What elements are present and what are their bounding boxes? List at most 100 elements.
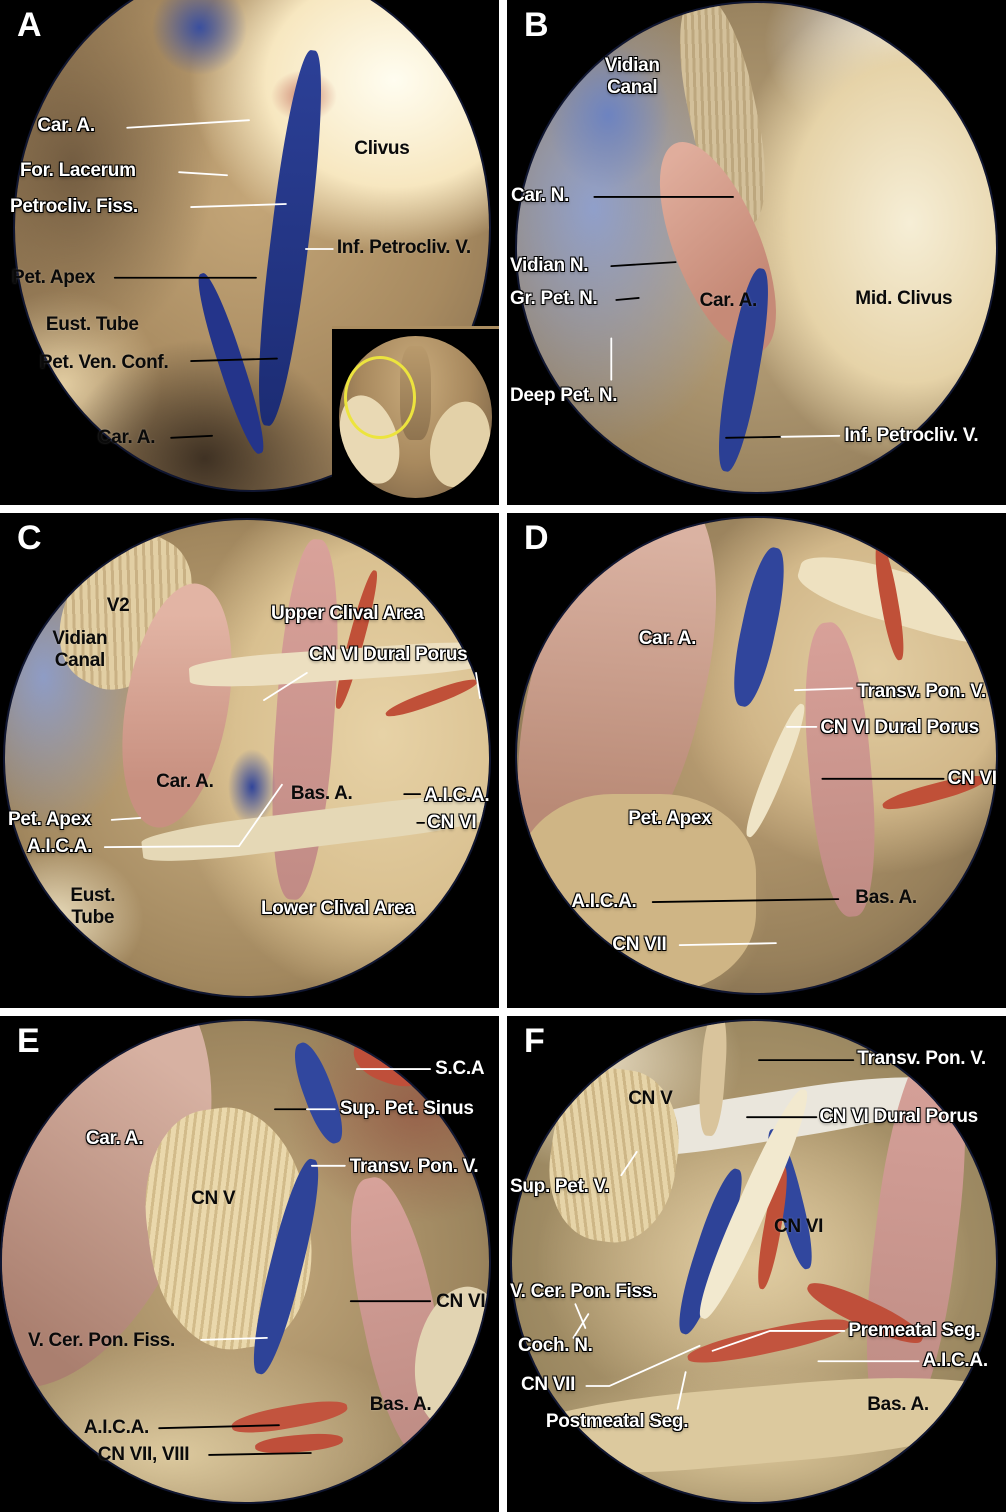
anatomy-label: Eust. Tube [70, 885, 116, 929]
anatomy-label: Sup. Pet. V. [509, 1176, 610, 1198]
anatomy-label: Car. A. [97, 427, 156, 449]
anatomy-label: Vidian Canal [604, 55, 660, 98]
label-leader-line [191, 359, 277, 362]
label-leader-line [191, 204, 286, 207]
anatomy-label: Pet. Ven. Conf. [39, 351, 169, 373]
label-leader-line [678, 1372, 686, 1409]
anatomy-label: Premeatal Seg. [848, 1320, 981, 1342]
anatomy-label: Bas. A. [855, 887, 917, 909]
anatomy-label: Inf. Petrocliv. V. [844, 425, 979, 447]
leader-lines [507, 1016, 1006, 1512]
endoscopic-view-e [2, 1020, 489, 1503]
anatomy-label: Transv. Pon. V. [349, 1155, 479, 1177]
label-leader-line [171, 436, 212, 438]
anatomy-label: Deep Pet. N. [509, 384, 618, 406]
anatomy-label: V. Cer. Pon. Fiss. [509, 1280, 658, 1302]
label-leader-line [680, 943, 776, 945]
anatomy-label: V. Cer. Pon. Fiss. [27, 1329, 175, 1351]
anatomy-label: Pet. Apex [11, 267, 96, 289]
anatomy-label: Coch. N. [517, 1334, 593, 1356]
anatomy-label: Postmeatal Seg. [545, 1410, 689, 1432]
label-leader-line [586, 1346, 699, 1386]
panel-letter-d: D [523, 518, 549, 557]
label-leader-line [575, 1304, 585, 1328]
leader-lines [0, 513, 499, 1008]
leader-lines [507, 513, 1006, 1008]
anatomy-label: Transv. Pon. V. [857, 680, 986, 702]
overview-inset [331, 326, 499, 505]
leader-lines [0, 1016, 499, 1512]
petrous-apex-bone-shape [516, 793, 757, 994]
label-leader-line [179, 172, 227, 175]
label-leader-line [209, 1453, 311, 1455]
anatomy-label: Pet. Apex [628, 808, 712, 830]
anatomy-label: Inf. Petrocliv. V. [336, 236, 471, 258]
anatomy-label: A.I.C.A. [922, 1349, 988, 1371]
label-leader-line [795, 688, 852, 690]
anatomy-label: CN VI Dural Porus [819, 1105, 978, 1127]
anatomy-label: CN V [628, 1087, 673, 1109]
endoscopic-view-d [516, 517, 996, 994]
anatomy-label: CN VII [520, 1374, 576, 1396]
anatomy-label: A.I.C.A. [571, 891, 637, 913]
endoscopic-view-b [516, 2, 996, 493]
label-leader-line [621, 1152, 636, 1175]
label-leader-line [616, 298, 638, 300]
label-leader-line [476, 673, 480, 698]
anatomy-label: Vidian Canal [52, 627, 108, 671]
anatomy-label: CN VI Dural Porus [308, 644, 468, 666]
anatomy-label: CN VII, VIII [97, 1444, 190, 1466]
label-leader-line [781, 436, 839, 437]
anatomy-label: A.I.C.A. [424, 785, 490, 807]
anatomy-label: CN VI [947, 767, 997, 789]
leader-lines [507, 0, 1006, 505]
label-leader-line [573, 1314, 588, 1338]
anatomy-label: V2 [106, 595, 130, 617]
label-leader-line [105, 785, 282, 847]
endoscopic-view-c [4, 520, 489, 996]
label-leader-line [653, 899, 839, 902]
anatomy-label: Lower Clival Area [260, 898, 415, 920]
anatomy-label: Gr. Pet. N. [509, 287, 598, 309]
label-leader-line [726, 437, 781, 438]
anatomy-label: Petrocliv. Fiss. [9, 195, 138, 217]
endoscopic-view-a [14, 0, 490, 490]
anatomy-label: S.C.A [435, 1058, 485, 1080]
anatomy-label: Car. A. [638, 627, 697, 649]
leader-lines [0, 0, 499, 505]
anatomy-label: Transv. Pon. V. [857, 1048, 986, 1070]
anatomy-label: CN VII [612, 934, 667, 956]
blue-stained-bone-shape [152, 0, 248, 75]
label-leader-line [611, 262, 675, 266]
panel-letter-c: C [16, 518, 42, 557]
anatomy-label: Car. A. [699, 289, 758, 311]
panel-letter-f: F [523, 1021, 545, 1060]
anatomy-label: Bas. A. [369, 1393, 432, 1415]
label-leader-line [201, 1338, 267, 1340]
anatomy-label: Vidian N. [509, 255, 589, 277]
inset-region-marker [343, 355, 417, 439]
anatomy-label: A.I.C.A. [83, 1416, 149, 1438]
anatomy-label: Car. N. [510, 184, 570, 206]
anatomy-label: CN V [191, 1188, 236, 1210]
anatomy-label: A.I.C.A. [26, 836, 93, 858]
anatomy-label: Bas. A. [290, 782, 353, 804]
panel-d: D Car. A.Transv. Pon. V.CN VI Dural Poru… [507, 513, 1006, 1008]
anatomy-label: Car. A. [37, 115, 95, 137]
label-leader-line [127, 120, 249, 128]
anatomy-label: Pet. Apex [7, 809, 92, 830]
panel-letter-a: A [16, 6, 42, 45]
label-leader-line [112, 818, 140, 820]
anatomy-label: CN VI [773, 1215, 824, 1237]
anatomy-label: CN VI [436, 1290, 486, 1312]
anatomy-label: Sup. Pet. Sinus [339, 1097, 474, 1119]
vein-shape [227, 748, 277, 825]
blue-stained-bone-shape [545, 41, 671, 189]
anatomy-label: Bas. A. [867, 1393, 929, 1415]
endoscopic-view-f [511, 1020, 996, 1503]
anatomy-label: Eust. Tube [45, 314, 139, 336]
